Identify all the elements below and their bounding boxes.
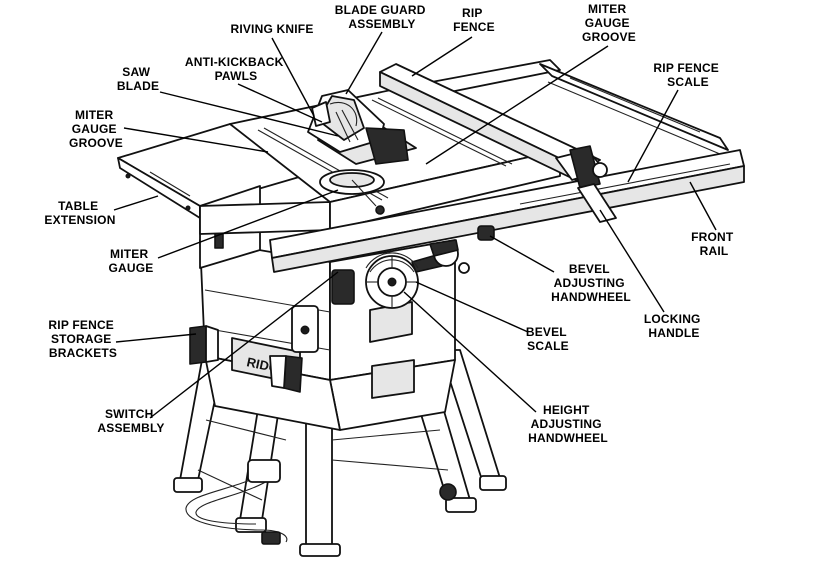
miter-gauge-shape	[319, 169, 385, 215]
label-front-rail: FRONT RAIL	[691, 230, 737, 258]
height-handwheel-shape	[365, 253, 443, 309]
leader-locking-handle	[599, 209, 665, 313]
label-miter-gauge-groove-left: MITER GAUGE GROOVE	[69, 108, 123, 150]
label-rip-fence-storage-brackets: RIP FENCE STORAGE BRACKETS	[48, 318, 117, 360]
rip-fence-storage-bracket-shapes	[189, 325, 303, 393]
label-saw-blade: SAW BLADE	[117, 65, 159, 93]
blade-guard-assembly-shape	[307, 89, 409, 165]
leader-table-extension	[113, 195, 159, 211]
power-cord	[185, 459, 288, 545]
label-miter-gauge-groove-right: MITER GAUGE GROOVE	[582, 2, 636, 44]
table-saw-illustration: RIDGID	[117, 59, 745, 557]
label-riving-knife: RIVING KNIFE	[230, 22, 313, 36]
leader-miter-groove-right	[425, 45, 609, 165]
bevel-scale-shape	[365, 252, 419, 273]
label-table-extension: TABLE EXTENSION	[44, 199, 115, 227]
leader-height-handwheel	[403, 291, 537, 413]
leader-anti-kickback	[237, 83, 323, 123]
label-anti-kickback-pawls: ANTI-KICKBACK PAWLS	[185, 55, 287, 83]
label-locking-handle: LOCKING HANDLE	[644, 312, 704, 340]
label-miter-gauge: MITER GAUGE	[108, 247, 153, 275]
leader-lines	[113, 31, 717, 419]
leader-rip-fence-scale	[627, 89, 679, 183]
leader-bevel-handwheel	[489, 235, 555, 273]
bevel-handwheel-shape	[429, 239, 470, 274]
leader-riving-knife	[271, 37, 315, 117]
label-bevel-scale: BEVEL SCALE	[526, 325, 570, 353]
leader-blade-guard	[345, 31, 383, 95]
label-rip-fence-scale: RIP FENCE SCALE	[653, 61, 722, 89]
label-blade-guard-assembly: BLADE GUARD ASSEMBLY	[335, 3, 429, 31]
leader-front-rail	[689, 181, 717, 231]
leader-miter-gauge	[157, 189, 339, 259]
leader-saw-blade	[159, 91, 339, 137]
label-switch-assembly: SWITCH ASSEMBLY	[97, 407, 164, 435]
label-height-adjusting-handwheel: HEIGHT ADJUSTING HANDWHEEL	[528, 403, 608, 445]
leader-rip-fence	[411, 36, 473, 77]
leader-miter-groove-left	[123, 127, 269, 153]
leader-bevel-scale	[415, 281, 529, 333]
locking-handle-shape	[569, 145, 617, 223]
part-labels: RIVING KNIFE BLADE GUARD ASSEMBLY RIP FE…	[44, 2, 737, 445]
label-bevel-adjusting-handwheel: BEVEL ADJUSTING HANDWHEEL	[551, 262, 631, 304]
label-rip-fence: RIP FENCE	[453, 6, 495, 34]
switch-assembly-shape	[291, 269, 355, 353]
leader-switch-assembly	[149, 271, 339, 419]
leader-storage-brackets	[115, 333, 197, 343]
